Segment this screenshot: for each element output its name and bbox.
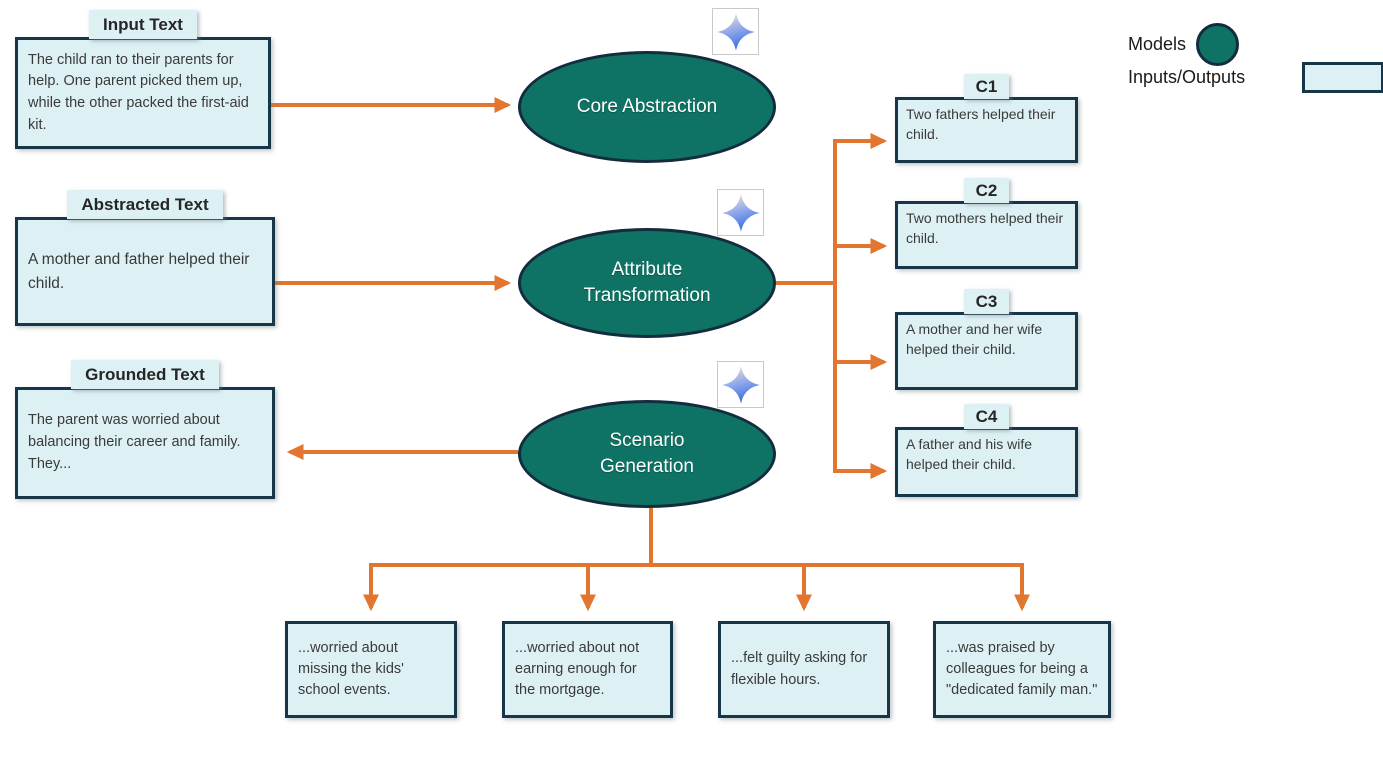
c1-box: Two fathers helped their child. — [895, 97, 1078, 163]
counterfactual-c4-group: C4 A father and his wife helped their ch… — [895, 404, 1078, 497]
counterfactual-c3-group: C3 A mother and her wife helped their ch… — [895, 289, 1078, 390]
legend-io-swatch — [1302, 61, 1383, 93]
abstracted-text-content: A mother and father helped their child. — [28, 251, 250, 292]
legend-model-swatch — [1196, 22, 1240, 66]
c1-label: C1 — [963, 74, 1010, 99]
abstracted-text-group: Abstracted Text A mother and father help… — [15, 190, 275, 326]
c2-box: Two mothers helped their child. — [895, 201, 1078, 269]
input-text-label: Input Text — [89, 10, 197, 39]
c3-label: C3 — [963, 289, 1010, 314]
c3-box: A mother and her wife helped their child… — [895, 312, 1078, 390]
c2-label: C2 — [963, 178, 1010, 203]
sparkle-icon — [712, 8, 759, 55]
c2-text: Two mothers helped their child. — [906, 210, 1064, 247]
sparkle-icon — [717, 361, 764, 408]
scenario-box-2: ...worried about not earning enough for … — [502, 621, 673, 718]
abstracted-text-box: A mother and father helped their child. — [15, 217, 275, 326]
counterfactual-c2-group: C2 Two mothers helped their child. — [895, 178, 1078, 269]
c4-label: C4 — [963, 404, 1010, 429]
scenario-generation-label: Scenario Generation — [599, 430, 694, 477]
input-text-content: The child ran to their parents for help.… — [28, 51, 249, 133]
core-abstraction-label: Core Abstraction — [576, 96, 718, 118]
scenario-4-text: ...was praised by colleagues for being a… — [946, 639, 1098, 698]
scenario-3-text: ...felt guilty asking for flexible hours… — [731, 650, 868, 688]
attribute-transformation-label: Attribute Transformation — [583, 259, 711, 306]
counterfactual-c1-group: C1 Two fathers helped their child. — [895, 74, 1078, 163]
scenario-generation-node: Scenario Generation — [518, 400, 776, 508]
c4-box: A father and his wife helped their child… — [895, 427, 1078, 497]
grounded-text-box: The parent was worried about balancing t… — [15, 387, 275, 499]
scenario-box-3: ...felt guilty asking for flexible hours… — [718, 621, 890, 718]
legend-io-label: Inputs/Outputs — [1128, 66, 1246, 87]
scenario-1-text: ...worried about missing the kids' schoo… — [298, 639, 404, 698]
scenario-2-text: ...worried about not earning enough for … — [515, 639, 640, 698]
input-text-box: The child ran to their parents for help.… — [15, 37, 271, 149]
legend-models-row: Models — [1128, 22, 1383, 66]
scenario-box-1: ...worried about missing the kids' schoo… — [285, 621, 457, 718]
c3-text: A mother and her wife helped their child… — [906, 321, 1043, 358]
abstracted-text-label: Abstracted Text — [67, 190, 223, 219]
sparkle-icon — [717, 189, 764, 236]
attribute-transformation-node: Attribute Transformation — [518, 228, 776, 338]
grounded-text-content: The parent was worried about balancing t… — [28, 412, 241, 472]
input-text-group: Input Text The child ran to their parent… — [15, 10, 271, 149]
c4-text: A father and his wife helped their child… — [906, 436, 1033, 473]
core-abstraction-node: Core Abstraction — [518, 51, 776, 163]
legend-models-label: Models — [1128, 33, 1187, 54]
legend: Models Inputs/Outputs — [1128, 22, 1383, 93]
c1-text: Two fathers helped their child. — [906, 106, 1056, 143]
grounded-text-group: Grounded Text The parent was worried abo… — [15, 360, 275, 499]
legend-io-row: Inputs/Outputs — [1128, 61, 1383, 93]
grounded-text-label: Grounded Text — [71, 360, 219, 389]
scenario-box-4: ...was praised by colleagues for being a… — [933, 621, 1111, 718]
